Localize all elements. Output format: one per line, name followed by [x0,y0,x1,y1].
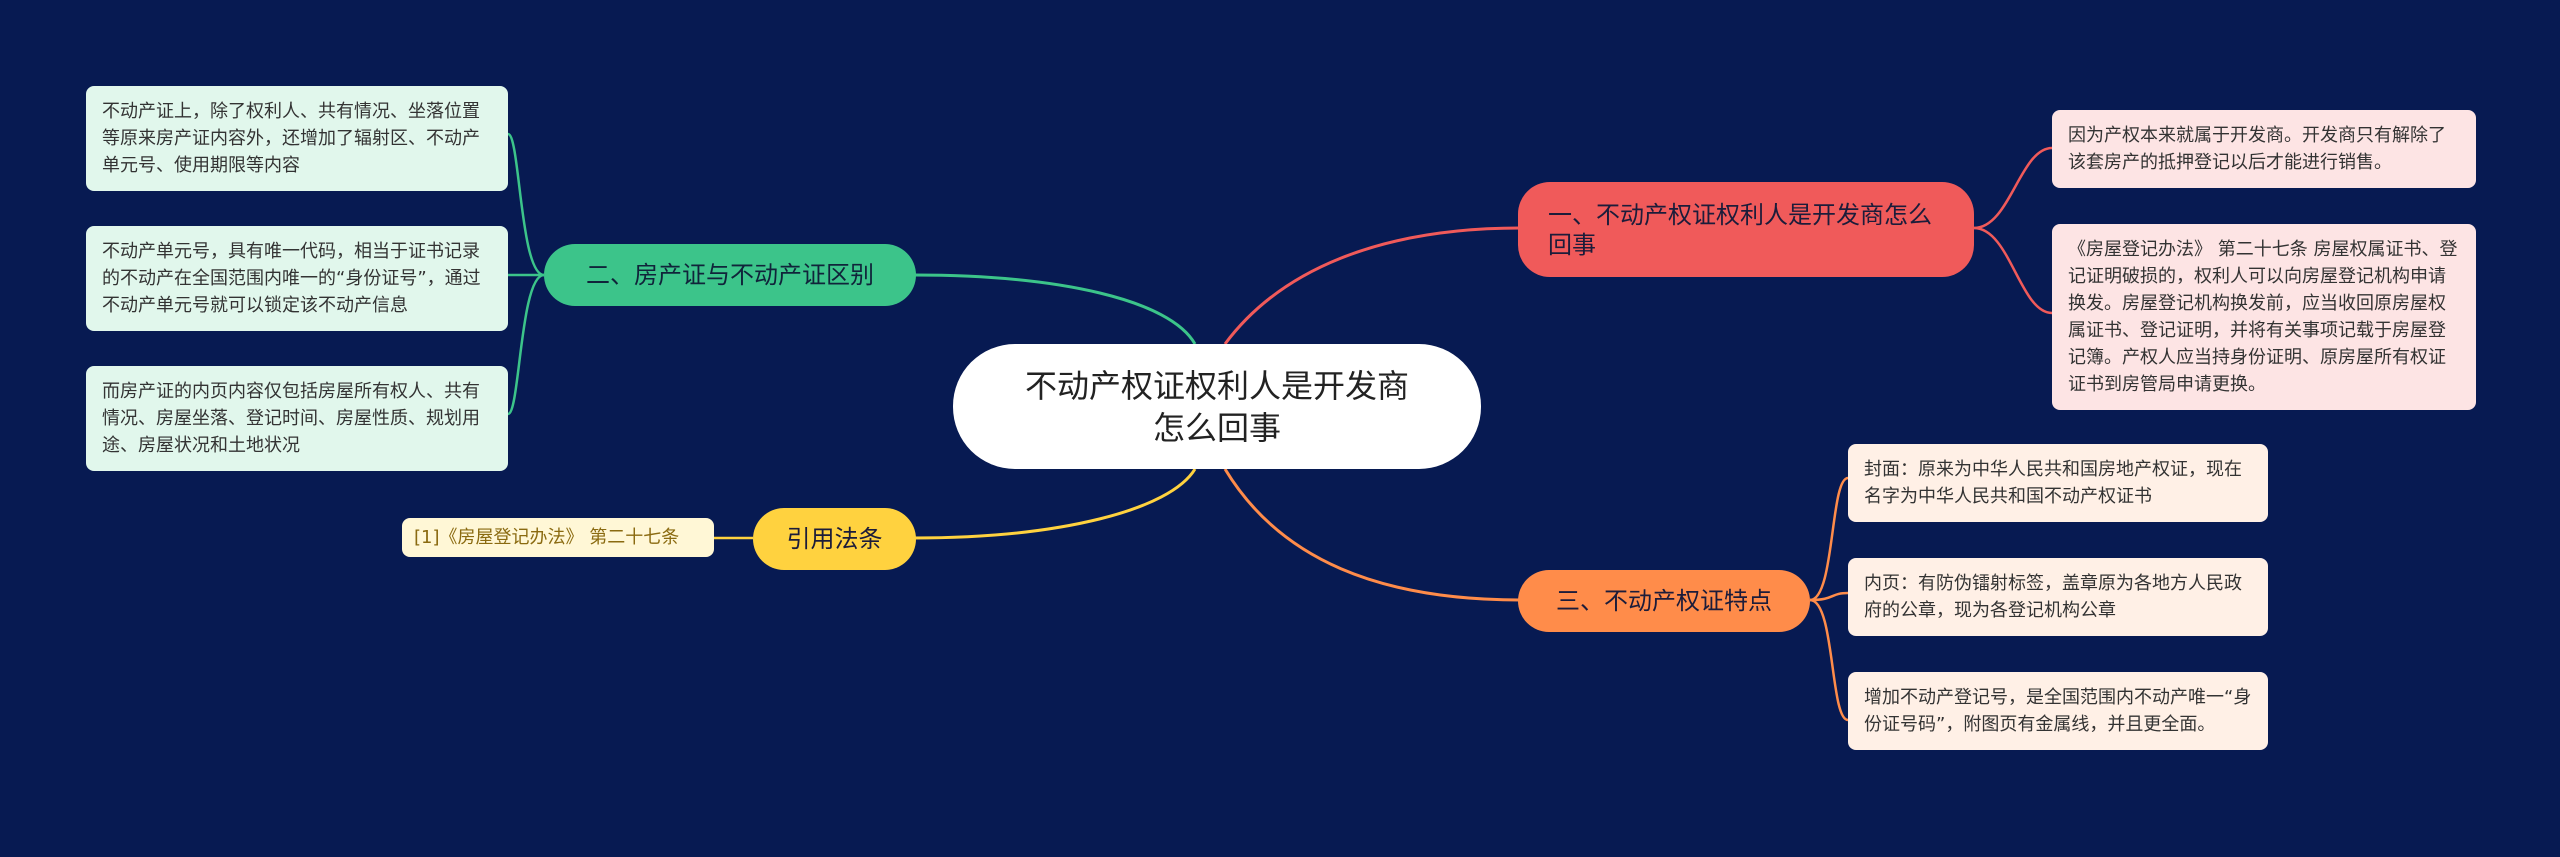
leaf-registration-number[interactable]: 增加不动产登记号，是全国范围内不动产唯一“身份证号码”，附图页有金属线，并且更全… [1848,672,2268,750]
leaf-old-certificate-content[interactable]: 而房产证的内页内容仅包括房屋所有权人、共有情况、房屋坐落、登记时间、房屋性质、规… [86,366,508,471]
leaf-law-reference[interactable]: [1]《房屋登记办法》 第二十七条 [402,518,714,557]
branch-label: 引用法条 [786,525,883,553]
branch-label: 一、不动产权证权利人是开发商怎么回事 [1548,200,1932,259]
edge-b3-leaf1 [1809,476,1849,602]
edge-b3-leaf3 [1809,598,1849,722]
leaf-text: 封面：原来为中华人民共和国房地产权证，现在名字为中华人民共和国不动产权证书 [1864,459,2242,507]
leaf-cover[interactable]: 封面：原来为中华人民共和国房地产权证，现在名字为中华人民共和国不动产权证书 [1848,444,2268,522]
leaf-text: 而房产证的内页内容仅包括房屋所有权人、共有情况、房屋坐落、登记时间、房屋性质、规… [102,381,480,456]
branch-label: 二、房产证与不动产证区别 [586,261,874,289]
edge-b2-leaf1 [506,132,545,277]
leaf-text: 因为产权本来就属于开发商。开发商只有解除了该套房产的抵押登记以后才能进行销售。 [2068,125,2446,173]
edge-b1-leaf1 [1973,146,2053,230]
central-topic-label: 不动产权证权利人是开发商怎么回事 [1024,366,1409,447]
branch-developer-owner[interactable]: 一、不动产权证权利人是开发商怎么回事 [1518,182,1974,277]
leaf-registration-article[interactable]: 《房屋登记办法》 第二十七条 房屋权属证书、登记证明破损的，权利人可以向房屋登记… [2052,224,2476,410]
leaf-text: 增加不动产登记号，是全国范围内不动产唯一“身份证号码”，附图页有金属线，并且更全… [1864,687,2252,735]
edge-b1-leaf2 [1973,226,2053,315]
leaf-text: 不动产证上，除了权利人、共有情况、坐落位置等原来房产证内容外，还增加了辐射区、不… [102,101,480,176]
leaf-developer-reason[interactable]: 因为产权本来就属于开发商。开发商只有解除了该套房产的抵押登记以后才能进行销售。 [2052,110,2476,188]
leaf-new-certificate-content[interactable]: 不动产证上，除了权利人、共有情况、坐落位置等原来房产证内容外，还增加了辐射区、不… [86,86,508,191]
central-topic[interactable]: 不动产权证权利人是开发商怎么回事 [953,344,1481,469]
edge-center-b3 [1223,468,1521,602]
branch-label: 三、不动产权证特点 [1556,587,1772,615]
leaf-text: [1]《房屋登记办法》 第二十七条 [414,527,680,548]
leaf-inner-page[interactable]: 内页：有防伪镭射标签，盖章原为各地方人民政府的公章，现为各登记机构公章 [1848,558,2268,636]
edge-center-b1 [1223,226,1521,345]
branch-cited-law[interactable]: 引用法条 [753,508,916,570]
edge-center-b2 [913,273,1197,345]
branch-certificate-difference[interactable]: 二、房产证与不动产证区别 [544,244,916,306]
leaf-text: 不动产单元号，具有唯一代码，相当于证书记录的不动产在全国范围内唯一的“身份证号”… [102,241,481,316]
edge-b2-leaf3 [506,273,545,416]
leaf-text: 《房屋登记办法》 第二十七条 房屋权属证书、登记证明破损的，权利人可以向房屋登记… [2068,239,2458,395]
leaf-text: 内页：有防伪镭射标签，盖章原为各地方人民政府的公章，现为各登记机构公章 [1864,573,2242,621]
branch-certificate-features[interactable]: 三、不动产权证特点 [1518,570,1810,632]
edge-center-b4 [913,468,1197,540]
leaf-unit-number[interactable]: 不动产单元号，具有唯一代码，相当于证书记录的不动产在全国范围内唯一的“身份证号”… [86,226,508,331]
edge-b3-leaf2 [1809,591,1849,602]
